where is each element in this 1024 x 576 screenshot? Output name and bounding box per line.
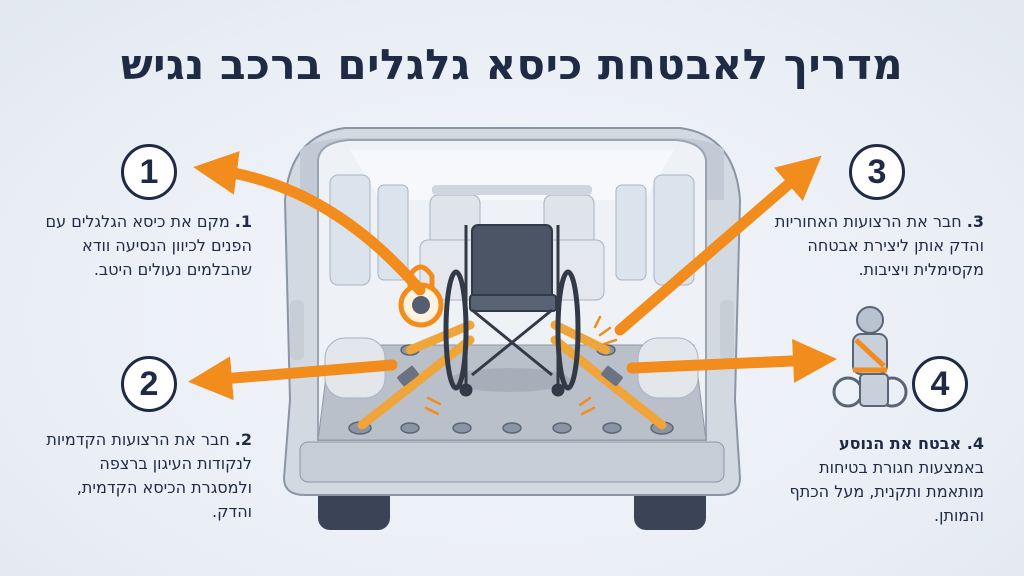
step-4-prefix: 4. — [966, 434, 984, 453]
step-3-prefix: 3. — [966, 212, 984, 231]
arrow-icon — [188, 151, 837, 401]
step-4-number: 4 — [912, 356, 968, 412]
step-4-heading: אבטח את הנוסע — [838, 434, 962, 453]
step-1-prefix: 1. — [234, 212, 252, 231]
step-1-text: 1. מקם את כיסא הגלגלים עם הפנים לכיוון ה… — [40, 210, 252, 282]
step-3-text: 3. חבר את הרצועות האחוריות והדק אותן ליצ… — [768, 210, 984, 282]
step-4-text: 4. אבטח את הנוסע באמצעות חגורת בטיחות מו… — [768, 432, 984, 528]
tie-down-straps — [357, 320, 667, 430]
step-2-text: 2. חבר את הרצועות הקדמיות לנקודות העיגון… — [40, 428, 252, 524]
step-3-body: חבר את הרצועות האחוריות והדק אותן ליצירת… — [774, 212, 984, 279]
tension-marks — [424, 315, 618, 416]
step-2-number: 2 — [121, 356, 177, 412]
page-title: מדריך לאבטחת כיסא גלגלים ברכב נגיש — [120, 40, 904, 89]
wheelchair-icon — [443, 224, 581, 397]
seated-passenger-icon — [832, 306, 908, 408]
step-3-number: 3 — [849, 144, 905, 200]
step-2-prefix: 2. — [234, 430, 252, 449]
rear-bumper — [299, 441, 725, 483]
step-2-body: חבר את הרצועות הקדמיות לנקודות העיגון בר… — [46, 430, 252, 521]
step-1-number: 1 — [121, 144, 177, 200]
step-1-body: מקם את כיסא הגלגלים עם הפנים לכיוון הנסי… — [45, 212, 252, 279]
step-4-body: באמצעות חגורת בטיחות מותאמת ותקנית, מעל … — [789, 458, 984, 525]
